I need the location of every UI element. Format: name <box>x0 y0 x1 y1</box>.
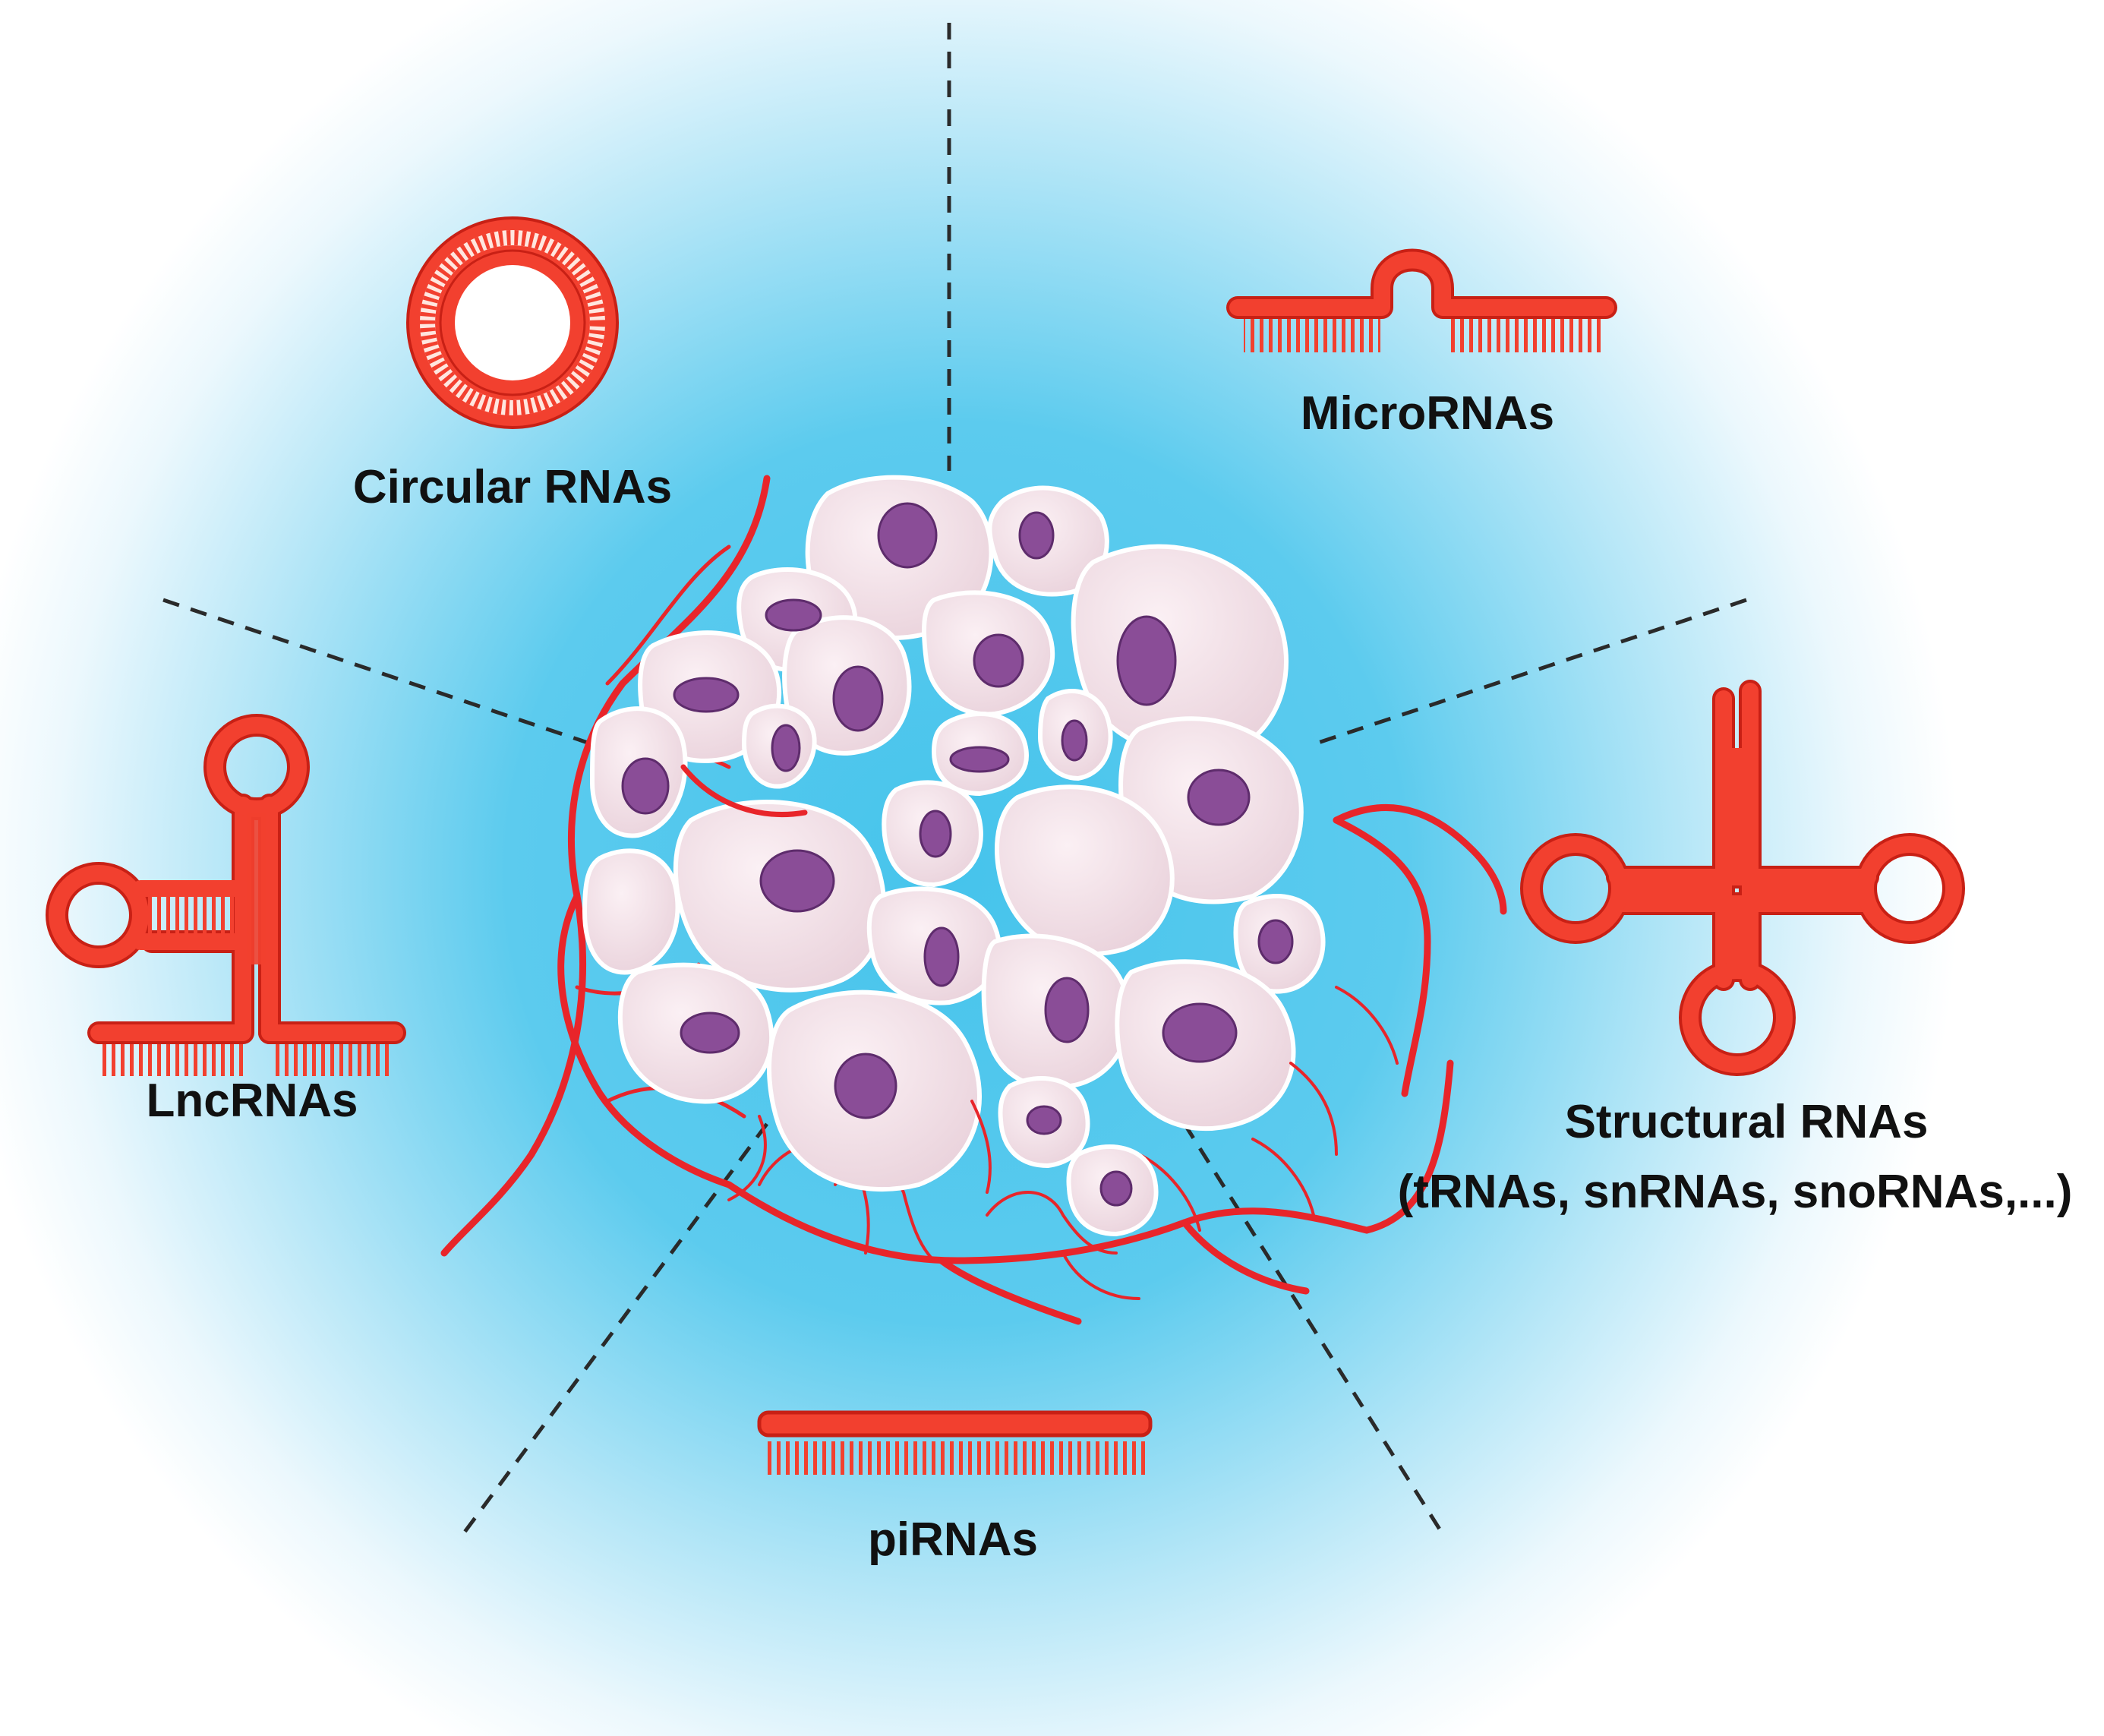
lncrna-top-loop <box>207 717 307 817</box>
nucleus <box>919 810 952 858</box>
pirna-backbone <box>757 1410 1153 1438</box>
microrna-icon <box>1226 248 1617 352</box>
vessel <box>1137 1153 1201 1232</box>
vessel <box>1335 986 1399 1065</box>
nucleus <box>759 849 835 913</box>
vessel <box>1181 1219 1310 1295</box>
vessel <box>1251 1138 1315 1217</box>
nucleus <box>1061 719 1088 762</box>
nucleus <box>832 665 884 732</box>
lncrna-teeth-left <box>103 1044 243 1076</box>
vessel <box>1333 816 1431 1097</box>
lncrna-strand <box>49 717 403 1041</box>
vessel <box>557 892 733 1188</box>
cell <box>995 784 1175 957</box>
nuclei <box>621 502 1294 1207</box>
nucleus <box>949 746 1010 773</box>
nucleus <box>1018 511 1055 560</box>
lncrna-icon <box>46 714 406 1076</box>
trna-stem-teeth-top <box>1727 748 1747 870</box>
nucleus <box>834 1053 897 1119</box>
trna-teeth-left <box>1625 881 1720 901</box>
circular-rna-teeth <box>420 230 605 415</box>
pirna-icon <box>757 1410 1153 1475</box>
vessel <box>1333 804 1507 915</box>
lncrna-side-teeth <box>148 896 239 934</box>
nucleus <box>1116 615 1177 706</box>
micrornas-label: MicroRNAs <box>1301 387 1554 440</box>
nucleus <box>771 724 801 772</box>
nucleus <box>1257 919 1294 964</box>
nucleus <box>1044 977 1090 1043</box>
nucleus <box>1026 1105 1062 1135</box>
lncrna-base-left <box>90 933 251 1041</box>
vessel <box>440 475 771 1257</box>
trna-right-loop <box>1857 836 1962 941</box>
vessel <box>727 1115 767 1201</box>
structural-rnas-sublabel: (tRNAs, snRNAs, snoRNAs,...) <box>1398 1166 2073 1218</box>
vessel <box>605 544 731 686</box>
circular-rna-icon <box>406 216 619 429</box>
vessel <box>986 1191 1118 1255</box>
nucleus <box>765 598 822 632</box>
circular-rna-hole <box>455 265 570 380</box>
microrna-teeth-right <box>1446 319 1602 352</box>
nucleus <box>877 502 938 569</box>
microrna-backbone-fill <box>1229 251 1614 316</box>
vessel <box>680 764 808 817</box>
cell <box>582 848 680 975</box>
divider-upper-right <box>1313 598 1747 746</box>
vessel <box>1061 1251 1140 1300</box>
microrna-teeth-left <box>1244 319 1380 352</box>
nucleus <box>680 1012 740 1054</box>
vessel <box>970 1100 992 1194</box>
pirnas-label: piRNAs <box>868 1513 1038 1566</box>
trna-stem-teeth-bottom <box>1727 911 1747 972</box>
tumor-cell-cluster <box>440 475 1507 1325</box>
structural-rna-icon <box>1520 680 1965 1076</box>
trna-strand <box>1523 683 1962 1073</box>
blood-vessels-front <box>680 764 1338 1201</box>
nucleus <box>973 633 1024 688</box>
vessel <box>1289 1062 1338 1156</box>
divider-lines <box>162 23 1747 1536</box>
circular-rnas-label: Circular RNAs <box>353 461 672 513</box>
nucleus <box>1162 1002 1238 1063</box>
lncrna-teeth-right <box>273 1044 391 1076</box>
lncrna-stem-teeth <box>247 813 266 964</box>
nucleus <box>673 677 740 713</box>
nucleus <box>923 926 960 987</box>
structural-rnas-label: Structural RNAs <box>1565 1096 1929 1148</box>
trna-teeth-right <box>1754 881 1860 901</box>
trna-left-loop <box>1523 836 1628 941</box>
lncrna-side-loop <box>49 865 149 965</box>
lncrnas-label: LncRNAs <box>146 1075 358 1127</box>
nucleus <box>621 757 670 815</box>
nucleus <box>1099 1170 1133 1207</box>
divider-upper-left <box>162 598 593 746</box>
vessel <box>938 1257 1082 1325</box>
pirna-teeth <box>767 1441 1145 1475</box>
divider-lower-right <box>1182 1122 1445 1536</box>
nucleus <box>1187 769 1251 826</box>
